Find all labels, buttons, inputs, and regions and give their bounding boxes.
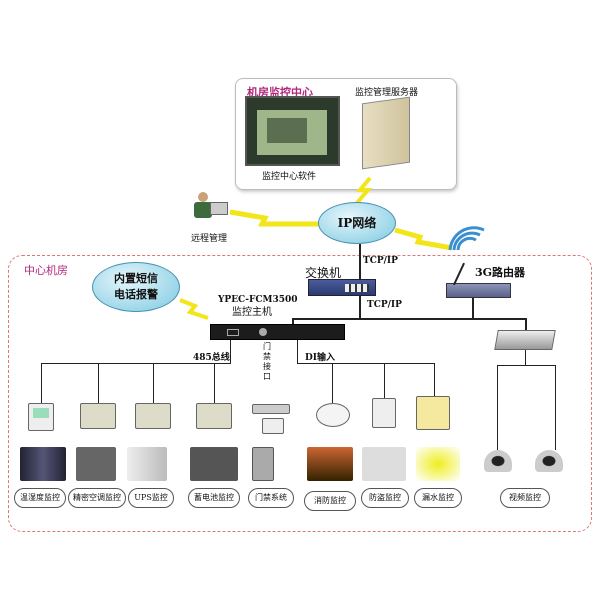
ups-monitor-module [135, 403, 171, 429]
dome-camera-icon [535, 450, 563, 472]
lightning-icon [354, 176, 373, 206]
lightning-icon [394, 227, 453, 251]
video-bus-line [497, 365, 556, 366]
door-photo [252, 447, 274, 481]
control-center-box [235, 78, 457, 190]
switch-device [308, 279, 376, 296]
fire-photo [307, 447, 353, 481]
link-line [292, 318, 294, 325]
central-room-title: 中心机房 [24, 264, 68, 277]
link-line [472, 297, 474, 319]
link-line [98, 363, 99, 403]
tcpip-label-top: TCP/IP [363, 256, 398, 266]
wifi-icon [448, 226, 485, 251]
module-precision-ac: 精密空调监控 [68, 488, 126, 508]
switch-label: 交换机 [305, 266, 342, 280]
tcpip-label-bottom: TCP/IP [367, 300, 402, 310]
ups-photo [127, 447, 167, 481]
module-temp-humidity: 温湿度监控 [14, 488, 66, 508]
sms-phone-alarm-cloud: 内置短信 电话报警 [92, 262, 180, 312]
intruder-photo [362, 447, 406, 481]
module-water-leak: 漏水监控 [414, 488, 462, 508]
di-label: DI输入 [305, 353, 336, 363]
router-label: 3G路由器 [475, 266, 526, 279]
link-line [297, 340, 298, 364]
module-battery: 蓄电池监控 [188, 488, 240, 508]
software-label: 监控中心软件 [262, 172, 317, 182]
battery-photo [190, 447, 238, 481]
link-line [230, 340, 231, 364]
host-label: 监控主机 [232, 307, 272, 318]
water-leak-detector [416, 396, 450, 430]
module-video: 视频监控 [500, 488, 550, 508]
link-line [384, 363, 385, 399]
battery-monitor-module [196, 403, 232, 429]
server-label: 监控管理服务器 [355, 88, 419, 98]
video-encoder-device [494, 330, 556, 350]
door-interface-label: 门禁接口 [263, 342, 271, 381]
remote-admin-label: 远程管理 [191, 234, 228, 244]
dome-camera-icon [484, 450, 512, 472]
module-fire: 消防监控 [304, 491, 356, 511]
link-line [153, 363, 154, 403]
link-line [214, 363, 215, 403]
module-anti-theft: 防盗监控 [361, 488, 409, 508]
link-line [332, 363, 333, 403]
link-line [41, 363, 42, 403]
di-bus-line [297, 363, 435, 364]
ip-network-cloud: IP网络 [318, 202, 396, 244]
temp-humidity-sensor [28, 403, 54, 431]
link-line [525, 318, 527, 332]
control-center-title: 机房监控中心 [247, 86, 313, 99]
card-reader [262, 418, 284, 434]
link-line [555, 365, 556, 450]
lightning-icon [179, 298, 209, 320]
server-room-photo [20, 447, 66, 481]
lightning-icon [229, 209, 322, 227]
smoke-detector [316, 403, 350, 427]
host-model: YPEC-FCM3500 [218, 295, 298, 305]
remote-admin-icon [190, 192, 230, 227]
water-leak-photo [416, 447, 460, 481]
link-line [434, 363, 435, 399]
monitoring-host-device [210, 324, 345, 340]
monitoring-software-screenshot [245, 96, 340, 166]
alarm-cloud-line-1: 内置短信 [114, 272, 158, 285]
link-line [525, 350, 526, 366]
pir-detector [372, 398, 396, 428]
link-line [292, 318, 527, 320]
alarm-cloud-line-2: 电话报警 [114, 288, 158, 301]
module-ups: UPS监控 [128, 488, 174, 508]
rs485-bus-line [41, 363, 231, 364]
ac-monitor-module [80, 403, 116, 429]
precision-ac-photo [76, 447, 116, 481]
link-line [497, 365, 498, 450]
central-room-boundary [8, 255, 592, 532]
module-access-control: 门禁系统 [248, 488, 294, 508]
rs485-label: 485总线 [193, 353, 230, 363]
3g-router-device [446, 283, 511, 298]
door-lock-device [252, 404, 290, 414]
